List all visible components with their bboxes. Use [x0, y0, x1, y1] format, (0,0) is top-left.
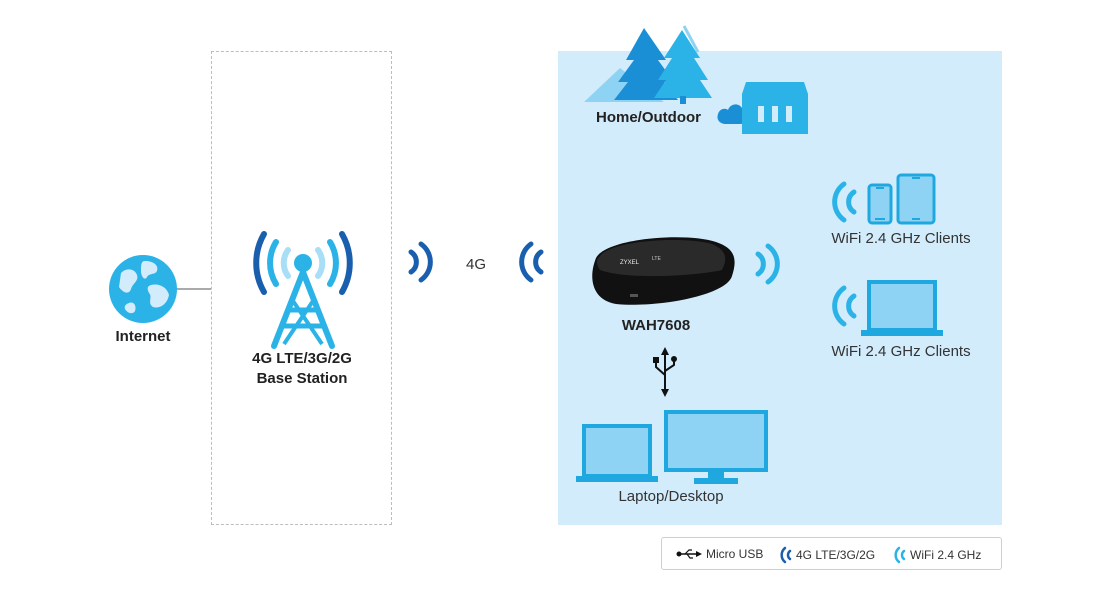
signal-wave-icon	[408, 241, 433, 283]
clients-laptop-label: WiFi 2.4 GHz Clients	[831, 343, 971, 360]
router-icon: ZYXEL LTE	[592, 237, 735, 305]
legend-lte: 4G LTE/3G/2G	[780, 546, 876, 564]
svg-text:LTE: LTE	[652, 256, 661, 262]
legend-wifi-label: WiFi 2.4 GHz	[910, 548, 982, 562]
internet-label: Internet	[115, 328, 171, 345]
device-label: WAH7608	[621, 317, 691, 334]
cell-tower-icon	[253, 231, 353, 349]
legend-micro-usb-label: Micro USB	[706, 547, 764, 561]
usb-icon	[676, 549, 702, 559]
legend-wifi: WiFi 2.4 GHz	[894, 546, 982, 564]
globe-icon	[109, 255, 177, 323]
legend-micro-usb: Micro USB	[676, 547, 763, 561]
base-station-zone	[211, 51, 392, 525]
base-station-label-line2: Base Station	[256, 370, 348, 387]
laptop-icon	[576, 424, 658, 482]
legend-lte-label: 4G LTE/3G/2G	[796, 548, 876, 562]
wifi-wave-icon	[894, 546, 906, 564]
legend: Micro USB 4G LTE/3G/2G WiFi 2.4 GHz	[661, 537, 1002, 570]
signal-wave-icon	[780, 546, 792, 564]
phone-icon	[867, 183, 893, 225]
signal-wave-icon	[519, 241, 544, 283]
tablet-icon	[896, 173, 936, 225]
laptop-desktop-label: Laptop/Desktop	[618, 488, 724, 505]
wifi-wave-icon	[755, 243, 780, 285]
wifi-wave-icon	[832, 181, 857, 223]
clients-mobile-label: WiFi 2.4 GHz Clients	[831, 230, 971, 247]
trees-icon	[584, 25, 712, 104]
wifi-wave-icon	[832, 285, 857, 327]
monitor-icon	[664, 410, 768, 484]
house-icon	[717, 82, 808, 134]
laptop-icon	[861, 280, 943, 336]
router-brand-text: ZYXEL	[620, 260, 640, 266]
usb-icon	[653, 347, 677, 397]
home-outdoor-label: Home/Outdoor	[596, 109, 701, 126]
base-station-label-line1: 4G LTE/3G/2G	[252, 350, 352, 367]
link-4g-label: 4G	[465, 256, 487, 273]
